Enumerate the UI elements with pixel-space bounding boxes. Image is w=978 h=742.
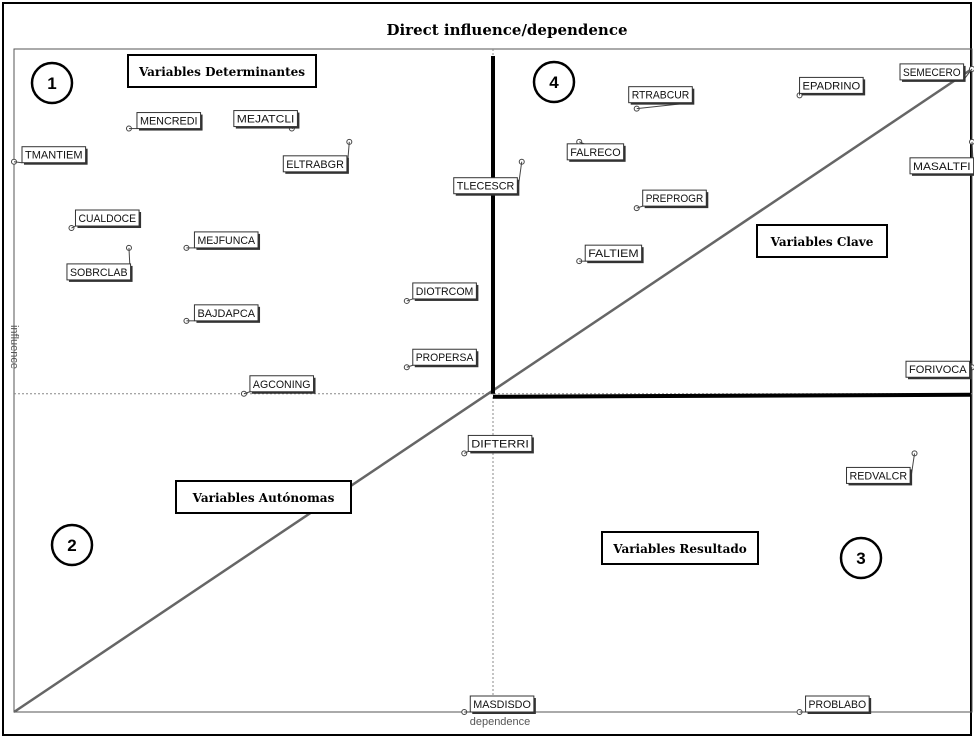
label-box-faltiem	[584, 244, 643, 262]
y-axis-label: influence	[8, 325, 20, 369]
label-box-propersa	[412, 348, 477, 366]
label-box-agconing	[249, 375, 315, 393]
quadrant-divider-horizontal	[492, 392, 972, 399]
guide-lines	[13, 49, 973, 714]
label-epadrino: EPADRINO	[803, 80, 861, 92]
label-mencredi: MENCREDI	[140, 116, 198, 128]
label-eltrabgr: ELTRABGR	[286, 159, 344, 171]
chart-title: Direct influence/dependence	[386, 21, 627, 39]
label-box-difterri	[467, 434, 533, 452]
label-rtrabcur: RTRABCUR	[632, 90, 690, 102]
label-agconing: AGCONING	[253, 379, 311, 391]
label-masdisdo: MASDISDO	[473, 699, 531, 711]
quadrant-4-label: Variables Clave	[770, 235, 874, 249]
quadrant-4-box	[756, 224, 888, 258]
label-tlecescr: TLECESCR	[457, 181, 515, 193]
leader-difterri	[464, 450, 469, 454]
label-difterri: DIFTERRI	[471, 438, 529, 450]
label-box-cualdoce	[74, 209, 140, 227]
label-box-problabo	[805, 695, 870, 713]
leader-tmantiem	[13, 161, 23, 164]
data-points: TMANTIEM MENCREDI MEJATCLI ELTRABGR CUALDOCE…	[11, 63, 974, 715]
label-preprogr: PREPROGR	[646, 193, 704, 205]
quadrant-3-box	[601, 531, 759, 565]
quadrant-2-number: 2	[67, 536, 76, 555]
label-mejfunca: MEJFUNCA	[197, 235, 255, 247]
label-problabo: PROBLABO	[809, 699, 867, 711]
label-box-forivoca	[905, 360, 971, 378]
label-tmantiem: TMANTIEM	[25, 150, 83, 162]
label-box-epadrino	[799, 76, 864, 94]
label-forivoca: FORIVOCA	[909, 364, 967, 376]
label-box-sobrclab	[66, 263, 132, 281]
leader-cualdoce	[71, 225, 76, 229]
leader-agconing	[243, 391, 251, 395]
quadrant-2-label: Variables Autónomas	[192, 491, 335, 505]
label-redvalcr: REDVALCR	[850, 470, 908, 482]
quadrant-4-number: 4	[549, 73, 559, 92]
label-faltiem: FALTIEM	[588, 248, 638, 260]
label-box-masdisdo	[469, 695, 535, 713]
leader-preprogr	[636, 205, 643, 209]
quadrant-2-box	[175, 480, 352, 514]
leader-propersa	[406, 364, 413, 368]
leader-diotrcom	[406, 298, 413, 302]
label-box-mejfunca	[193, 231, 259, 249]
label-box-semecero	[899, 63, 965, 81]
quadrant-2-circle	[50, 523, 94, 567]
quadrant-1-box	[127, 54, 317, 88]
label-falreco: FALRECO	[570, 147, 621, 159]
label-box-tmantiem	[21, 146, 87, 164]
label-box-diotrcom	[412, 282, 477, 300]
label-diotrcom: DIOTRCOM	[416, 286, 474, 298]
label-box-tlecescr	[453, 177, 518, 195]
label-mejatcli: MEJATCLI	[237, 114, 295, 126]
quadrant-3-circle	[839, 536, 883, 580]
label-box-preprogr	[642, 189, 707, 207]
x-axis-label: dependence	[470, 716, 531, 728]
label-masaltfi: MASALTFI	[913, 161, 971, 173]
label-bajdapca: BAJDAPCA	[197, 308, 255, 320]
label-propersa: PROPERSA	[416, 352, 474, 364]
label-box-bajdapca	[193, 304, 259, 322]
quadrant-3-number: 3	[856, 549, 865, 568]
quadrant-1-circle	[30, 61, 74, 105]
label-box-redvalcr	[846, 466, 911, 484]
quadrant-3-label: Variables Resultado	[612, 542, 747, 556]
label-box-mencredi	[136, 112, 202, 130]
label-box-eltrabgr	[282, 155, 348, 173]
label-box-falreco	[566, 143, 625, 161]
label-box-masaltfi	[909, 157, 974, 175]
label-sobrclab: SOBRCLAB	[70, 267, 128, 279]
quadrant-4-circle	[532, 60, 576, 104]
quadrant-1-label: Variables Determinantes	[138, 65, 305, 79]
label-box-rtrabcur	[628, 86, 693, 104]
quadrant-1-number: 1	[47, 74, 56, 93]
label-box-mejatcli	[233, 110, 298, 128]
label-semecero: SEMECERO	[903, 67, 961, 79]
label-cualdoce: CUALDOCE	[78, 213, 136, 225]
influence-dependence-chart: Direct influence/dependence TMANTIEM MENC…	[8, 21, 974, 728]
